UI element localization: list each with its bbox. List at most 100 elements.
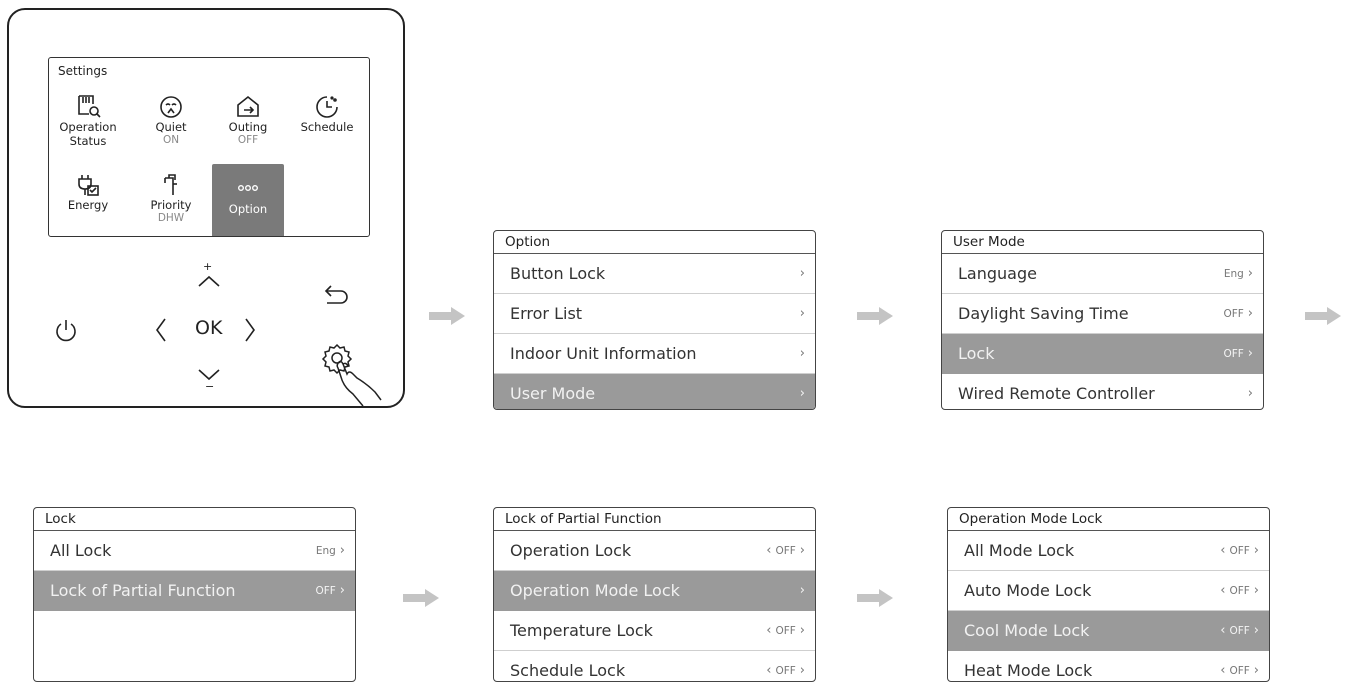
menu-item-value[interactable]: ‹OFF› xyxy=(1220,543,1259,558)
tile-schedule[interactable]: Schedule xyxy=(291,88,363,134)
chevron-right-icon: › xyxy=(1247,386,1253,401)
flow-arrow-icon xyxy=(857,307,893,325)
user-mode-menu: User Mode Language Eng› Daylight Saving T… xyxy=(941,230,1264,410)
flow-arrow-icon xyxy=(403,589,439,607)
menu-item-value[interactable]: ‹OFF› xyxy=(1220,663,1259,678)
flow-arrow-icon xyxy=(429,307,465,325)
menu-item-value[interactable]: ‹OFF› xyxy=(1220,623,1259,638)
down-button[interactable] xyxy=(197,368,221,382)
tile-outing[interactable]: Outing OFF xyxy=(212,88,284,146)
menu-item-operation-mode-lock[interactable]: Operation Mode Lock › xyxy=(494,571,815,611)
back-button[interactable] xyxy=(323,282,351,306)
power-button[interactable] xyxy=(53,317,79,345)
outing-icon xyxy=(212,88,284,120)
wired-remote-controller: Settings Operation Status Quiet ON xyxy=(7,8,405,408)
operation-mode-lock-menu: Operation Mode Lock All Mode Lock ‹OFF› A… xyxy=(947,507,1270,682)
menu-title: Option xyxy=(494,231,815,254)
menu-item-value[interactable]: ‹OFF› xyxy=(766,663,805,678)
tile-label: Operation Status xyxy=(59,120,117,148)
menu-title: Operation Mode Lock xyxy=(948,508,1269,531)
menu-item-label: Daylight Saving Time xyxy=(958,304,1129,323)
menu-item-indoor-unit-information[interactable]: Indoor Unit Information› xyxy=(494,334,815,374)
menu-item-button-lock[interactable]: Button Lock › xyxy=(494,254,815,294)
menu-item-label: Auto Mode Lock xyxy=(964,581,1092,600)
tile-option[interactable]: Option xyxy=(212,164,284,236)
tile-operation-status[interactable]: Operation Status xyxy=(52,88,124,148)
menu-item-error-list[interactable]: Error List › xyxy=(494,294,815,334)
flow-arrow-icon xyxy=(857,589,893,607)
menu-item-label: User Mode xyxy=(510,384,596,403)
menu-item-language[interactable]: Language Eng› xyxy=(942,254,1263,294)
menu-item-value[interactable]: ‹OFF› xyxy=(766,623,805,638)
lock-menu: Lock All Lock Eng› Lock of Partial Functi… xyxy=(33,507,356,682)
menu-item-cool-mode-lock[interactable]: Cool Mode Lock ‹OFF› xyxy=(948,611,1269,651)
menu-item-value: OFF› xyxy=(1223,346,1253,361)
tile-status: DHW xyxy=(157,212,185,224)
chevron-right-icon: › xyxy=(799,306,805,321)
tile-label: Option xyxy=(228,202,268,216)
menu-item-label: Language xyxy=(958,264,1037,283)
option-icon xyxy=(212,164,284,196)
menu-item-all-lock[interactable]: All Lock Eng› xyxy=(34,531,355,571)
menu-item-schedule-lock[interactable]: Schedule Lock ‹OFF› xyxy=(494,651,815,681)
plus-label: + xyxy=(203,260,213,273)
menu-item-label: All Lock xyxy=(50,541,112,560)
tile-priority[interactable]: Priority DHW xyxy=(135,166,207,224)
menu-item-value: Eng› xyxy=(315,543,345,558)
menu-item-all-mode-lock[interactable]: All Mode Lock ‹OFF› xyxy=(948,531,1269,571)
tile-label: Priority xyxy=(150,198,192,212)
left-button[interactable] xyxy=(154,317,168,343)
menu-item-temperature-lock[interactable]: Temperature Lock ‹OFF› xyxy=(494,611,815,651)
menu-item-label: Lock xyxy=(958,344,995,363)
lock-of-partial-function-menu: Lock of Partial Function Operation Lock ‹… xyxy=(493,507,816,682)
right-button[interactable] xyxy=(243,317,257,343)
menu-title: Lock of Partial Function xyxy=(494,508,815,531)
tile-label: Schedule xyxy=(300,120,354,134)
menu-item-value: Eng› xyxy=(1223,266,1253,281)
menu-item-label: Button Lock xyxy=(510,264,606,283)
menu-item-value[interactable]: ‹OFF› xyxy=(1220,583,1259,598)
chevron-right-icon: › xyxy=(799,266,805,281)
priority-icon xyxy=(135,166,207,198)
menu-item-label: Cool Mode Lock xyxy=(964,621,1090,640)
ok-button[interactable]: OK xyxy=(195,317,223,339)
quiet-icon xyxy=(135,88,207,120)
option-menu: Option Button Lock › Error List › Indoor U… xyxy=(493,230,816,410)
chevron-right-icon: › xyxy=(799,386,805,401)
menu-item-value[interactable]: ‹OFF› xyxy=(766,543,805,558)
menu-item-user-mode[interactable]: User Mode › xyxy=(494,374,815,409)
tile-label: Energy xyxy=(67,198,109,212)
menu-item-daylight-saving-time[interactable]: Daylight Saving Time OFF› xyxy=(942,294,1263,334)
menu-item-label: Heat Mode Lock xyxy=(964,661,1093,680)
tile-energy[interactable]: Energy xyxy=(52,166,124,212)
menu-item-label: Temperature Lock xyxy=(510,621,653,640)
tile-label: Outing xyxy=(228,120,268,134)
menu-item-label: All Mode Lock xyxy=(964,541,1075,560)
menu-item-label: Indoor Unit Information xyxy=(510,344,697,363)
screen-title: Settings xyxy=(58,64,108,78)
tile-quiet[interactable]: Quiet ON xyxy=(135,88,207,146)
menu-item-label: Wired Remote Controller xyxy=(958,384,1155,403)
tile-status: OFF xyxy=(237,134,259,146)
menu-item-auto-mode-lock[interactable]: Auto Mode Lock ‹OFF› xyxy=(948,571,1269,611)
menu-item-label: Error List xyxy=(510,304,583,323)
settings-gear-button[interactable] xyxy=(319,340,409,410)
menu-item-label: Lock of Partial Function xyxy=(50,581,236,600)
chevron-right-icon: › xyxy=(799,583,805,598)
menu-item-heat-mode-lock[interactable]: Heat Mode Lock ‹OFF› xyxy=(948,651,1269,681)
menu-item-label: Operation Lock xyxy=(510,541,632,560)
minus-label: − xyxy=(205,380,215,393)
menu-item-label: Schedule Lock xyxy=(510,661,626,680)
tile-label: Quiet xyxy=(155,120,187,134)
menu-item-lock[interactable]: Lock OFF› xyxy=(942,334,1263,374)
menu-item-operation-lock[interactable]: Operation Lock ‹OFF› xyxy=(494,531,815,571)
menu-item-value: OFF› xyxy=(1223,306,1253,321)
schedule-icon xyxy=(291,88,363,120)
menu-title: Lock xyxy=(34,508,355,531)
menu-item-label: Operation Mode Lock xyxy=(510,581,680,600)
up-button[interactable] xyxy=(197,274,221,288)
operation-status-icon xyxy=(52,88,124,120)
menu-title: User Mode xyxy=(942,231,1263,254)
menu-item-wired-remote-controller[interactable]: Wired Remote Controller › xyxy=(942,374,1263,409)
